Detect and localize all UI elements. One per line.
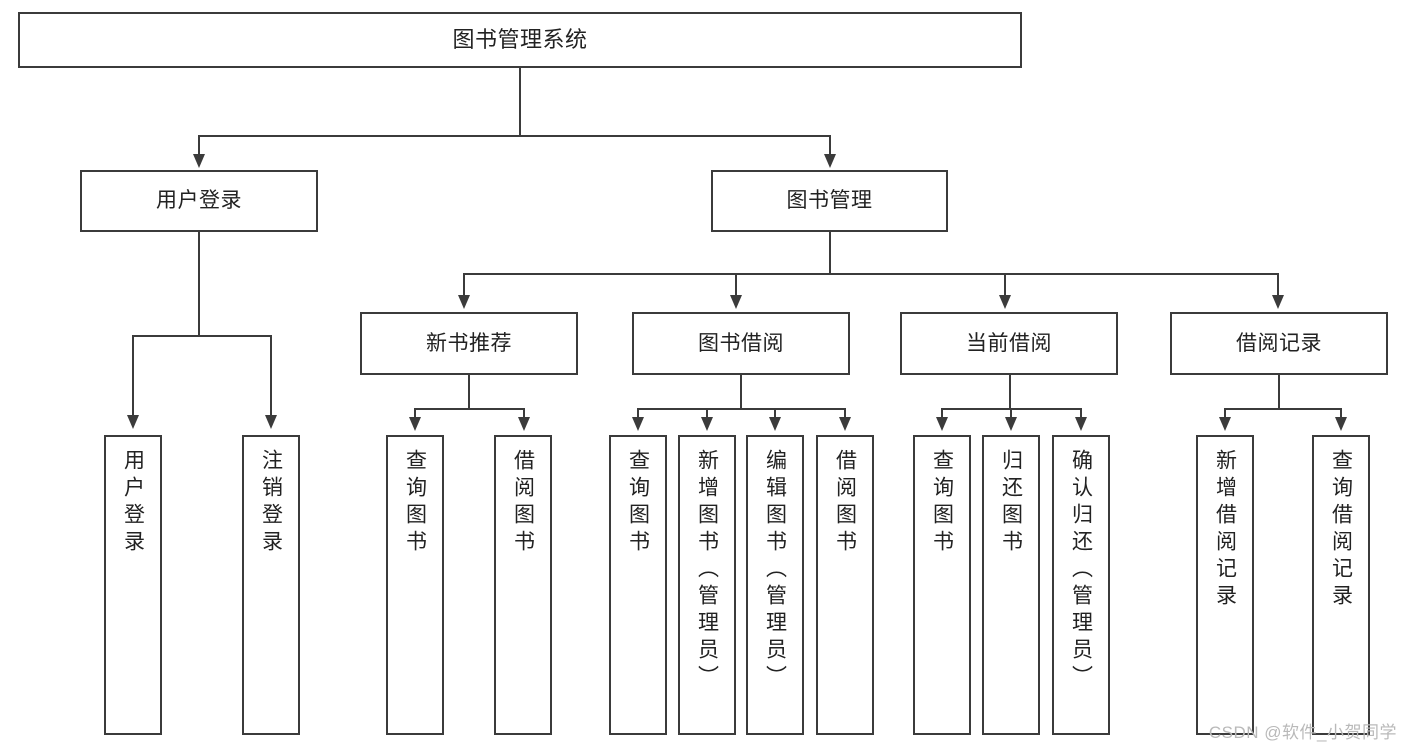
connector-book-mgmt-drop-1 [463,273,465,297]
leaf-user-login-logout[interactable]: 注销登录 [242,435,300,735]
node-label: 确认归还（管理员） [1069,449,1093,692]
connector-book-mgmt-drop-2 [735,273,737,297]
connector-borrow-record-bus [1224,408,1341,410]
connector-root-to-user-login [198,135,200,157]
arrow-current-borrow-leaf-3 [1075,417,1087,431]
node-label: 编辑图书（管理员） [763,449,787,692]
arrow-borrow-record-leaf-1 [1219,417,1231,431]
leaf-book-borrow-borrow[interactable]: 借阅图书 [816,435,874,735]
connector-root-bus [198,135,830,137]
arrow-book-borrow-leaf-4 [839,417,851,431]
connector-borrow-record-drop-1 [1224,408,1226,419]
leaf-new-book-query[interactable]: 查询图书 [386,435,444,735]
node-label: 借阅图书 [833,449,857,557]
node-user-login[interactable]: 用户登录 [80,170,318,232]
connector-book-borrow-bus [637,408,845,410]
node-book-management[interactable]: 图书管理 [711,170,948,232]
arrow-book-mgmt-to-current [999,295,1011,309]
arrow-book-borrow-leaf-1 [632,417,644,431]
connector-book-borrow-drop-2 [706,408,708,419]
arrow-current-borrow-leaf-1 [936,417,948,431]
arrow-book-mgmt-to-record [1272,295,1284,309]
connector-current-borrow-drop-2 [1010,408,1012,419]
node-current-borrow[interactable]: 当前借阅 [900,312,1118,375]
arrow-user-login-leaf-2 [265,415,277,429]
arrow-book-borrow-leaf-3 [769,417,781,431]
leaf-book-borrow-edit[interactable]: 编辑图书（管理员） [746,435,804,735]
connector-user-login-bus [132,335,271,337]
connector-current-borrow-drop-3 [1080,408,1082,419]
node-label: 新书推荐 [426,331,512,355]
node-label: 归还图书 [999,449,1023,557]
leaf-current-borrow-confirm[interactable]: 确认归还（管理员） [1052,435,1110,735]
connector-book-mgmt-stem [829,232,831,274]
node-borrow-record[interactable]: 借阅记录 [1170,312,1388,375]
arrow-book-borrow-leaf-2 [701,417,713,431]
connector-new-book-bus [414,408,524,410]
connector-root-to-book-mgmt [829,135,831,157]
node-label: 查询图书 [930,449,954,557]
leaf-book-borrow-add[interactable]: 新增图书（管理员） [678,435,736,735]
connector-user-login-drop-1 [132,335,134,417]
connector-book-borrow-stem [740,375,742,409]
connector-new-book-drop-1 [414,408,416,419]
node-label: 图书管理系统 [452,26,588,52]
arrow-user-login-leaf-1 [127,415,139,429]
arrow-borrow-record-leaf-2 [1335,417,1347,431]
node-label: 用户登录 [121,449,145,557]
node-label: 借阅图书 [511,449,535,557]
node-new-book-recommend[interactable]: 新书推荐 [360,312,578,375]
leaf-borrow-record-query[interactable]: 查询借阅记录 [1312,435,1370,735]
leaf-book-borrow-query[interactable]: 查询图书 [609,435,667,735]
node-label: 查询借阅记录 [1329,449,1353,611]
node-label: 图书借阅 [698,331,784,355]
arrow-new-book-leaf-2 [518,417,530,431]
node-label: 查询图书 [626,449,650,557]
node-label: 借阅记录 [1236,331,1322,355]
connector-user-login-stem [198,232,200,336]
connector-book-borrow-drop-3 [774,408,776,419]
leaf-current-borrow-query[interactable]: 查询图书 [913,435,971,735]
node-label: 注销登录 [259,449,283,557]
node-root-system[interactable]: 图书管理系统 [18,12,1022,68]
connector-user-login-drop-2 [270,335,272,417]
connector-new-book-stem [468,375,470,409]
connector-new-book-drop-2 [523,408,525,419]
connector-book-borrow-drop-1 [637,408,639,419]
connector-book-mgmt-bus [463,273,1277,275]
arrow-root-to-book-mgmt [824,154,836,168]
node-label: 查询图书 [403,449,427,557]
node-label: 用户登录 [156,189,242,213]
connector-current-borrow-stem [1009,375,1011,409]
node-label: 新增图书（管理员） [695,449,719,692]
connector-book-mgmt-drop-3 [1004,273,1006,297]
node-book-borrow[interactable]: 图书借阅 [632,312,850,375]
node-label: 图书管理 [786,189,873,213]
arrow-current-borrow-leaf-2 [1005,417,1017,431]
leaf-user-login-login[interactable]: 用户登录 [104,435,162,735]
csdn-watermark: CSDN @软件_小贺同学 [1208,723,1397,742]
leaf-current-borrow-return[interactable]: 归还图书 [982,435,1040,735]
connector-book-mgmt-drop-4 [1277,273,1279,297]
connector-borrow-record-drop-2 [1340,408,1342,419]
connector-current-borrow-drop-1 [941,408,943,419]
connector-borrow-record-stem [1278,375,1280,409]
arrow-root-to-user-login [193,154,205,168]
connector-root-stem [519,68,521,135]
node-label: 当前借阅 [966,331,1052,355]
arrow-book-mgmt-to-borrow [730,295,742,309]
leaf-new-book-borrow[interactable]: 借阅图书 [494,435,552,735]
node-label: 新增借阅记录 [1213,449,1237,611]
arrow-book-mgmt-to-new-book [458,295,470,309]
arrow-new-book-leaf-1 [409,417,421,431]
connector-book-borrow-drop-4 [844,408,846,419]
leaf-borrow-record-add[interactable]: 新增借阅记录 [1196,435,1254,735]
